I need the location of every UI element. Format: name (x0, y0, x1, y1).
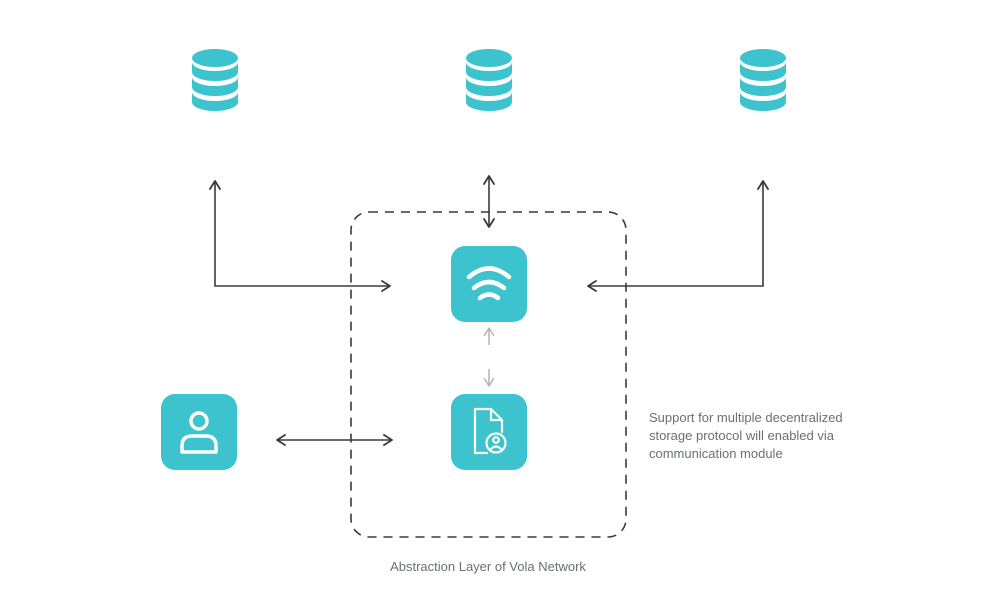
arrow-left-storage-to-communication (209, 180, 391, 292)
storage-node-left (192, 49, 238, 111)
note-line: Support for multiple decentralized (649, 410, 843, 425)
user-icon (180, 411, 218, 454)
user-document-icon (473, 407, 507, 455)
document-module (451, 394, 527, 470)
communication-module-note: Support for multiple decentralized stora… (649, 409, 909, 463)
wifi-icon (466, 266, 512, 301)
abstraction-layer-caption: Abstraction Layer of Vola Network (390, 559, 586, 574)
storage-node-right (740, 49, 786, 111)
database-icon (466, 49, 512, 111)
user-node (161, 394, 237, 470)
arrow-right-storage-to-communication (587, 180, 769, 292)
storage-node-center (466, 49, 512, 111)
database-icon (192, 49, 238, 111)
database-icon (740, 49, 786, 111)
communication-module (451, 246, 527, 322)
note-line: communication module (649, 446, 783, 461)
note-line: storage protocol will enabled via (649, 428, 834, 443)
